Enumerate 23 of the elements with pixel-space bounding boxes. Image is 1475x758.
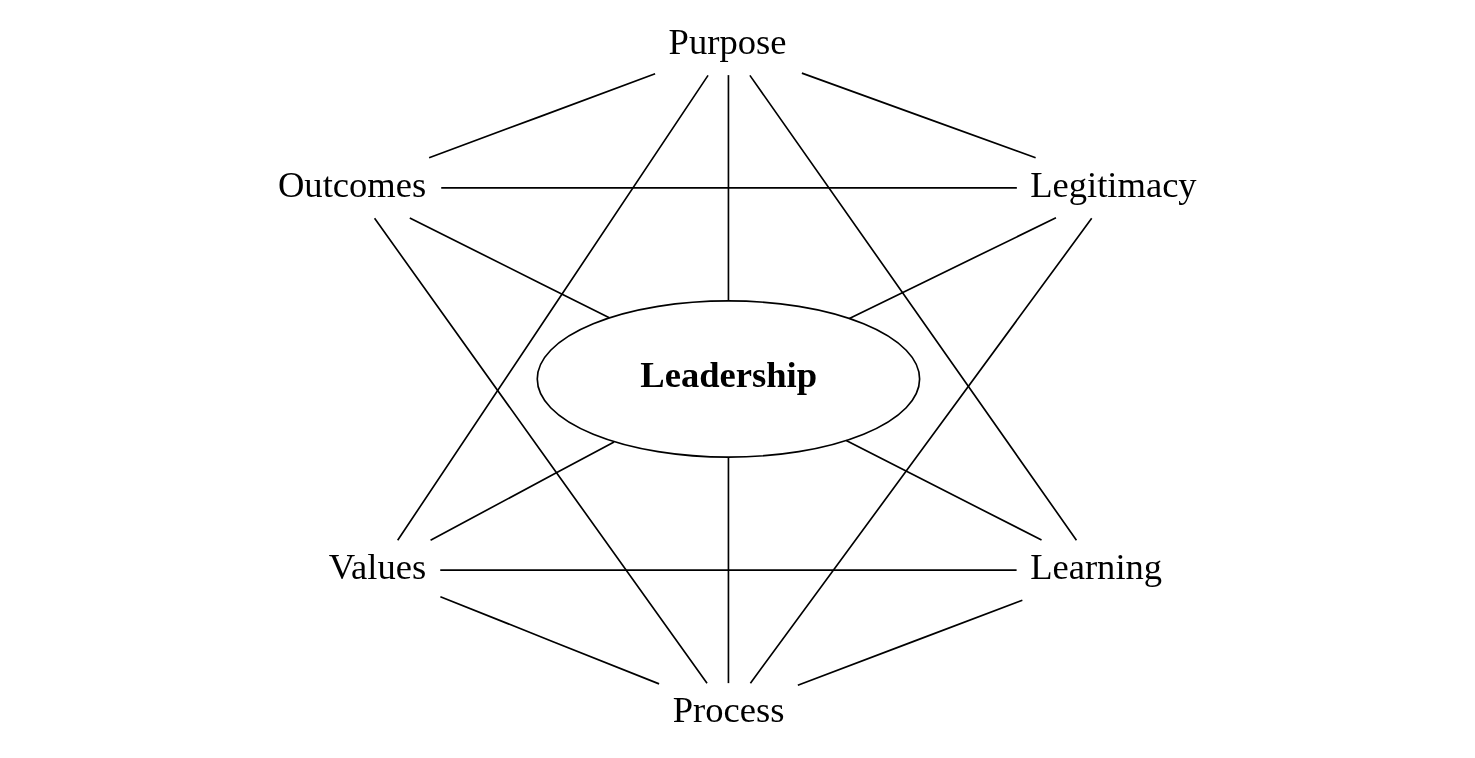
connector xyxy=(439,595,660,685)
connector xyxy=(800,72,1036,159)
node-text: Purpose xyxy=(668,21,786,63)
node-text: Legitimacy xyxy=(1029,164,1197,206)
connector xyxy=(844,439,1042,541)
connector xyxy=(848,217,1057,320)
node-text: Learning xyxy=(1029,546,1162,588)
connector xyxy=(727,456,729,684)
node-text: Values xyxy=(328,546,426,588)
connector xyxy=(439,187,1018,189)
connector xyxy=(749,217,1093,685)
connector xyxy=(429,441,615,541)
connector xyxy=(408,217,610,319)
connector xyxy=(727,74,729,302)
connector xyxy=(427,72,656,159)
connector xyxy=(438,569,1017,571)
node-text: Process xyxy=(672,689,784,731)
connector xyxy=(796,599,1023,687)
connector xyxy=(396,74,709,542)
connector xyxy=(373,217,708,685)
connector xyxy=(748,74,1077,542)
node-ellipse: Leadership xyxy=(535,300,920,458)
node-text: Outcomes xyxy=(277,164,426,206)
